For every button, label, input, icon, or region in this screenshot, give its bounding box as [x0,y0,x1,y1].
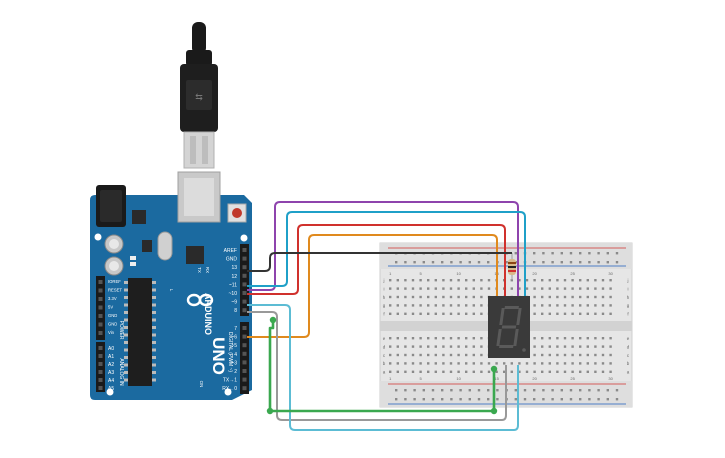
power-pin-label: GND [108,322,117,327]
board-small-label: RX [205,267,210,273]
power-pin-label: RESET [108,288,122,293]
breadboard-row-letter: g [627,303,630,308]
usb-cable-icon[interactable]: ⇆ [180,22,218,169]
breadboard-row-letter: d [383,344,386,349]
digital-header-low [240,322,249,394]
digital-pin-label: AREF [224,248,237,254]
logo-text: ARDUINO [203,293,213,335]
analog-pin-label: A1 [108,354,114,360]
digital-label: DIGITAL (PWM ~) [227,332,233,372]
digital-pin-label: 12 [231,274,237,280]
reset-button-icon[interactable] [227,203,247,223]
breadboard-column-number: 5 [419,271,422,276]
digital-pin-label: 4 [234,352,237,358]
breadboard-column-number: 25 [570,376,575,381]
breadboard-row-letter: e [627,336,630,341]
digital-pin-label: ~10 [229,291,238,297]
wire-group [247,201,526,431]
breadboard-row-letter: e [383,336,386,341]
board-small-label: ON [199,381,204,388]
analog-pin-label: A4 [108,378,114,384]
digital-pin-label: 2 [234,369,237,375]
digital-pin-label: GND [226,257,238,263]
breadboard-row-letter: g [383,303,386,308]
analog-pin-label: A5 [108,386,114,392]
wire-purple[interactable] [247,201,519,296]
breadboard-column-number: 1 [389,271,392,276]
wire-orange[interactable] [247,234,498,338]
breadboard-row-letter: f [383,312,385,317]
digital-pin-label: 7 [234,326,237,332]
wire-lightblue[interactable] [247,304,519,431]
digital-pin-label: ~11 [229,282,237,288]
breadboard-column-number: 15 [494,376,499,381]
board-brand: UNO [209,337,228,375]
wire-blue[interactable] [247,211,526,296]
breadboard-row-letter: h [383,295,386,300]
digital-header-high [240,244,249,316]
breadboard-row-letter: j [383,278,385,283]
breadboard-row-letter: i [384,286,385,291]
power-pin-label: IOREF [108,279,121,284]
seven-segment-display-icon[interactable] [488,296,530,358]
infinity-logo [186,293,214,307]
breadboard-row-letter: c [627,353,630,358]
analog-label: ANALOG IN [118,358,124,386]
wire-gray[interactable] [247,311,507,421]
power-pin-label: Vin [108,330,115,335]
breadboard-row-letter: c [383,353,386,358]
breadboard-column-number: 5 [419,376,422,381]
wire-black[interactable] [247,252,512,272]
breadboard-row-letter: b [627,361,630,366]
arduino-board[interactable]: ARDUINO UNO DIGITAL (PWM ~) POWER ANALOG… [90,171,252,400]
breadboard-row-letter: i [628,286,629,291]
breadboard-row-letter: d [627,344,630,349]
power-pin-label: 3.3V [108,296,117,301]
breadboard-column-number: 30 [608,271,613,276]
power-label: POWER [118,321,124,340]
digital-pin-label: 13 [231,265,237,271]
breadboard-row-letter: a [383,370,386,375]
analog-header [96,342,105,392]
breadboard-column-number: 10 [456,271,461,276]
digital-pin-label: 8 [234,308,237,314]
breadboard-column-number: 1 [389,376,392,381]
breadboard-column-number: 25 [570,271,575,276]
board-small-label: TX [197,267,202,273]
board-small-label: L [169,289,174,292]
breadboard-column-number: 20 [532,376,537,381]
resistor-icon[interactable] [508,253,516,280]
breadboard-column-number: 30 [608,376,613,381]
analog-pin-label: A2 [108,362,114,368]
breadboard-row-letter: h [627,295,630,300]
wire-green[interactable] [268,320,496,413]
breadboard-row-letter: b [383,361,386,366]
digital-pin-label: RX←0 [222,386,237,392]
microcontroller-chip [128,278,152,386]
digital-pin-label: ~3 [231,360,237,366]
analog-pin-label: A0 [108,346,114,352]
digital-pin-label: ~6 [231,335,237,341]
breadboard-row-letter: a [627,370,630,375]
digital-pin-label: ~5 [231,343,237,349]
digital-pin-label: ~9 [231,300,237,306]
breadboard-row-letter: f [627,312,629,317]
analog-pin-label: A3 [108,370,114,376]
wire-red[interactable] [247,224,506,296]
svg-text:⇆: ⇆ [195,92,203,102]
breadboard-column-number: 10 [456,376,461,381]
breadboard-column-number: 20 [532,271,537,276]
digital-pin-label: TX→1 [223,378,237,384]
power-pin-label: 5V [108,305,113,310]
power-pin-label: GND [108,313,117,318]
breadboard-row-letter: j [627,278,629,283]
